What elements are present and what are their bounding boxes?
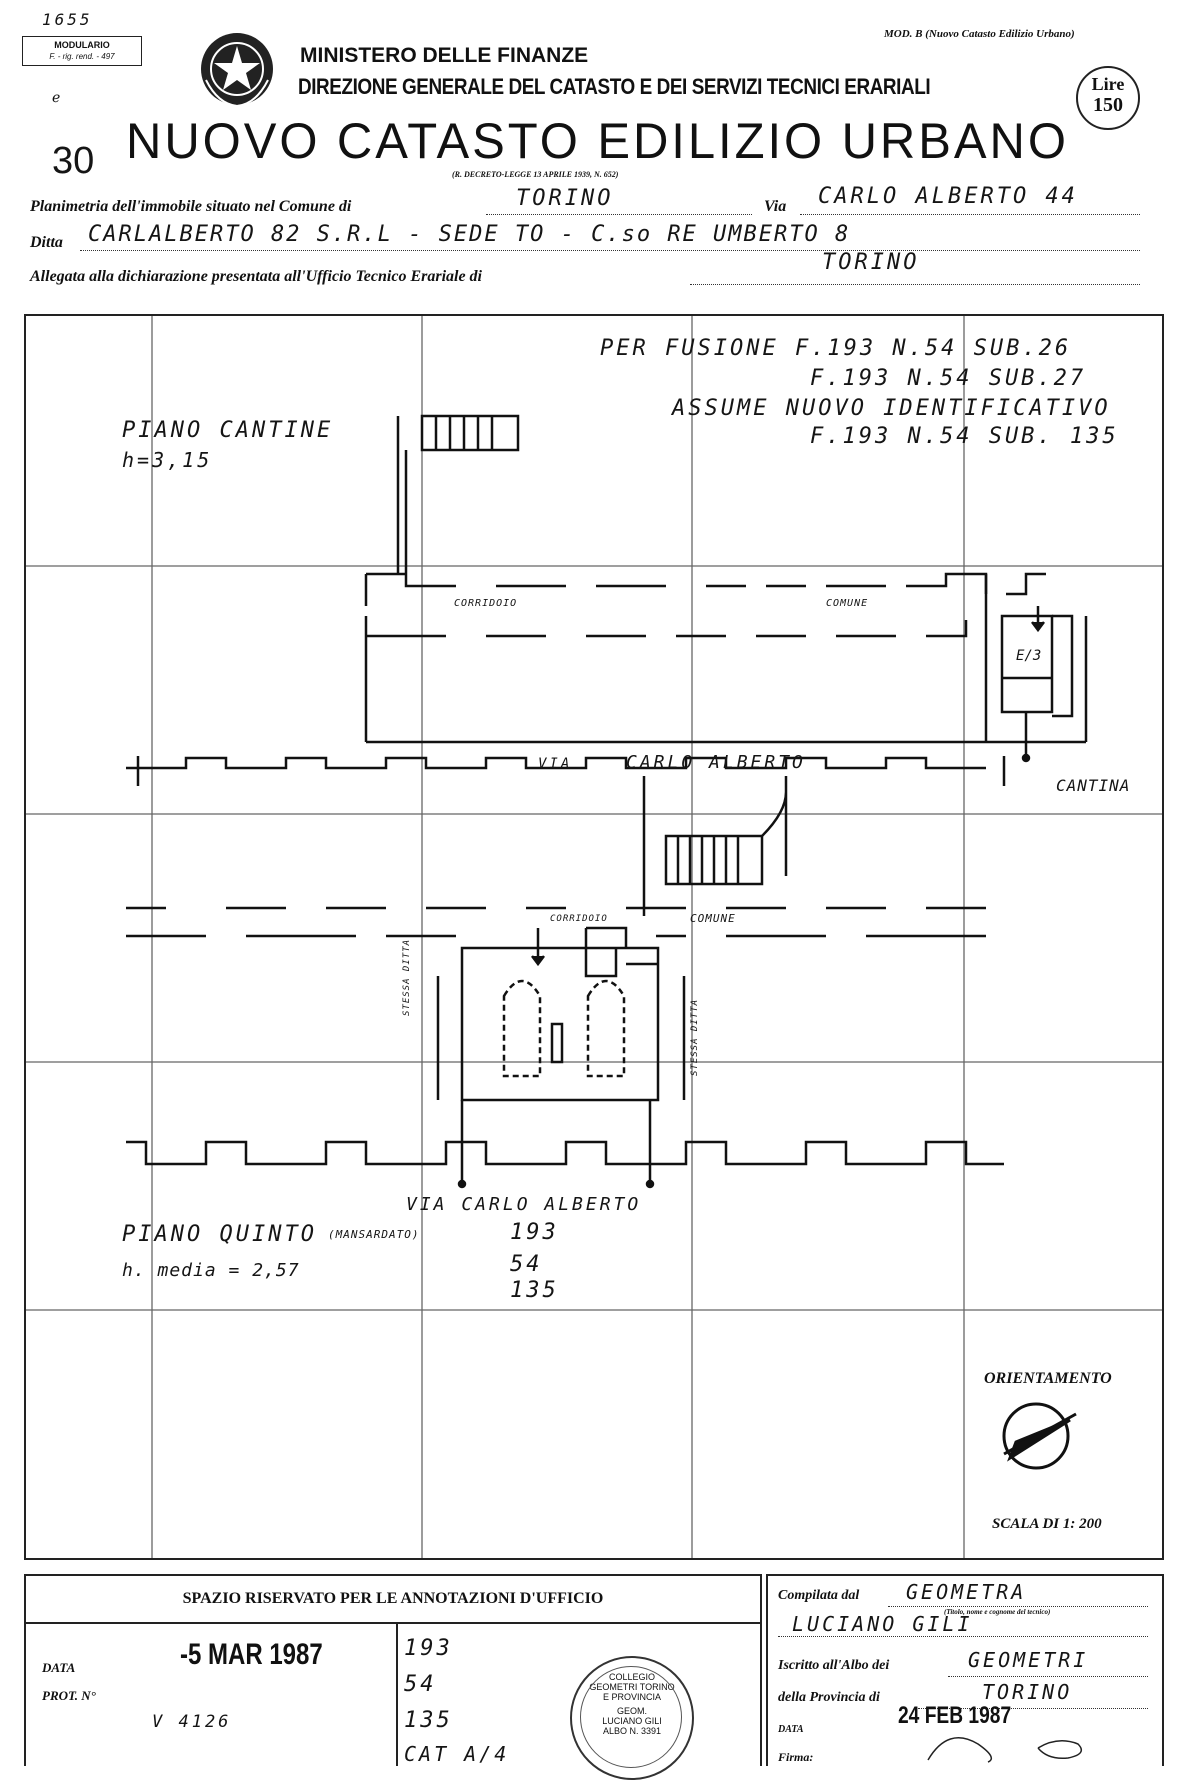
merge-note-line3: ASSUME NUOVO IDENTIFICATIVO	[672, 396, 1111, 421]
via-label-cellar: VIA	[538, 756, 573, 772]
office-divider	[396, 1622, 398, 1766]
cellar-walls	[364, 414, 1088, 763]
compiler-name: LUCIANO GILI	[792, 1612, 973, 1636]
office-prot-label: PROT. N°	[42, 1688, 96, 1703]
office-id-sub: 135	[404, 1708, 453, 1733]
office-data-stamp: -5 MAR 1987	[180, 1638, 323, 1671]
allegata-value: TORINO	[822, 250, 920, 275]
compilata-line	[888, 1606, 1148, 1607]
model-label: MOD. B (Nuovo Catasto Edilizio Urbano)	[884, 28, 1075, 40]
price-label: Lire	[1091, 74, 1125, 94]
grid-lines	[26, 316, 1162, 1558]
id-sub: 135	[510, 1278, 559, 1303]
provincia-value: TORINO	[982, 1680, 1073, 1704]
orientamento-label: ORIENTAMENTO	[984, 1370, 1112, 1387]
compiler-title: GEOMETRA	[906, 1580, 1027, 1604]
modulario-box: MODULARIO F. - rig. rend. - 497	[22, 36, 142, 66]
piano-cantine-label: PIANO CANTINE	[122, 418, 334, 443]
h-quinto-label: h. media = 2,57	[122, 1260, 300, 1281]
compiler-box: Compilata dal GEOMETRA (Titolo, nome e c…	[766, 1574, 1164, 1766]
h-cantine-label: h=3,15	[122, 448, 213, 472]
scala-label: SCALA DI 1: 200	[992, 1516, 1102, 1532]
office-title: SPAZIO RISERVATO PER LE ANNOTAZIONI D'UF…	[26, 1576, 760, 1624]
signature-mark	[927, 1737, 1083, 1763]
merge-note-line4: F.193 N.54 SUB. 135	[810, 424, 1119, 449]
office-category: CAT A/4	[404, 1742, 510, 1766]
modulario-sub: F. - rig. rend. - 497	[49, 52, 115, 61]
provincia-line	[918, 1708, 1148, 1709]
ditta-value: CARLALBERTO 82 S.R.L - SEDE TO - C.so RE…	[88, 222, 851, 247]
name-line	[778, 1636, 1148, 1637]
compiler-subcaption: (Titolo, nome e cognome del tecnico)	[944, 1608, 1051, 1616]
stessa-ditta-right: STESSA DITTA	[690, 998, 700, 1076]
ministry-title: MINISTERO DELLE FINANZE	[300, 44, 589, 67]
republic-emblem-icon	[201, 33, 273, 108]
mansardato-label: (MANSARDATO)	[328, 1228, 420, 1241]
office-annotations-box: SPAZIO RISERVATO PER LE ANNOTAZIONI D'UF…	[24, 1574, 762, 1780]
page-title: NUOVO CATASTO EDILIZIO URBANO	[126, 113, 1069, 169]
top-number: 1655	[42, 10, 93, 29]
sheet-number: 30	[52, 140, 95, 182]
ditta-label: Ditta	[30, 234, 63, 251]
ditta-line	[80, 250, 1140, 251]
id-numero: 54	[510, 1252, 543, 1277]
price-value: 150	[1093, 94, 1123, 116]
comune-value: TORINO	[516, 186, 614, 211]
price-badge: Lire 150	[1076, 66, 1140, 130]
merge-note-line2: F.193 N.54 SUB.27	[810, 366, 1087, 391]
allegata-label: Allegata alla dichiarazione presentata a…	[30, 268, 482, 285]
provincia-label: della Provincia di	[778, 1690, 880, 1705]
geometri-seal: COLLEGIO GEOMETRI TORINO E PROVINCIA GEO…	[570, 1656, 694, 1780]
street-label-fifth: VIA CARLO ALBERTO	[406, 1194, 642, 1215]
firma-label: Firma:	[778, 1750, 814, 1764]
compilata-label: Compilata dal	[778, 1588, 860, 1603]
merge-note-line1: PER FUSIONE F.193 N.54 SUB.26	[600, 336, 1072, 361]
direction-title: DIREZIONE GENERALE DEL CATASTO E DEI SER…	[298, 74, 931, 99]
albo-line	[948, 1676, 1148, 1677]
office-prot-value: V 4126	[152, 1712, 232, 1732]
iscritto-label: Iscritto all'Albo dei	[778, 1658, 890, 1673]
office-id-numero: 54	[404, 1672, 437, 1697]
modulario-label: MODULARIO	[54, 40, 110, 50]
comune-label: Planimetria dell'immobile situato nel Co…	[30, 198, 352, 215]
decree-ref: (R. DECRETO-LEGGE 13 APRILE 1939, N. 652…	[452, 170, 619, 179]
corridoio-label-cellar: CORRIDOIO	[454, 598, 518, 609]
compiler-data-stamp: 24 FEB 1987	[898, 1702, 1012, 1729]
compiler-data-label: DATA	[778, 1724, 804, 1735]
comune-label-cellar: COMUNE	[826, 598, 869, 609]
compass-icon	[1002, 1402, 1077, 1470]
allegata-line	[690, 284, 1140, 285]
piano-quinto-label: PIANO QUINTO	[122, 1222, 317, 1247]
via-line	[800, 214, 1140, 215]
corridoio-label-fifth: CORRIDOIO	[550, 914, 608, 924]
office-id-foglio: 193	[404, 1636, 453, 1661]
floor-plan: PER FUSIONE F.193 N.54 SUB.26 F.193 N.54…	[24, 314, 1164, 1560]
stessa-ditta-left: STESSA DITTA	[402, 938, 412, 1016]
handwritten-mark: ℯ	[52, 91, 61, 106]
albo-value: GEOMETRI	[968, 1648, 1089, 1672]
fifth-floor-walls	[126, 756, 1006, 1189]
cantina-label: CANTINA	[1056, 776, 1131, 795]
via-label: Via	[764, 198, 787, 215]
street-label-cellar: CARLO ALBERTO	[626, 752, 806, 773]
id-foglio: 193	[510, 1220, 559, 1245]
plan-drawing	[26, 316, 1162, 1558]
office-data-label: DATA	[42, 1660, 76, 1675]
via-value: CARLO ALBERTO 44	[818, 184, 1078, 209]
comune-line	[486, 214, 752, 215]
cat-e3-label: E/3	[1016, 648, 1042, 664]
comune-label-fifth: COMUNE	[690, 912, 736, 925]
